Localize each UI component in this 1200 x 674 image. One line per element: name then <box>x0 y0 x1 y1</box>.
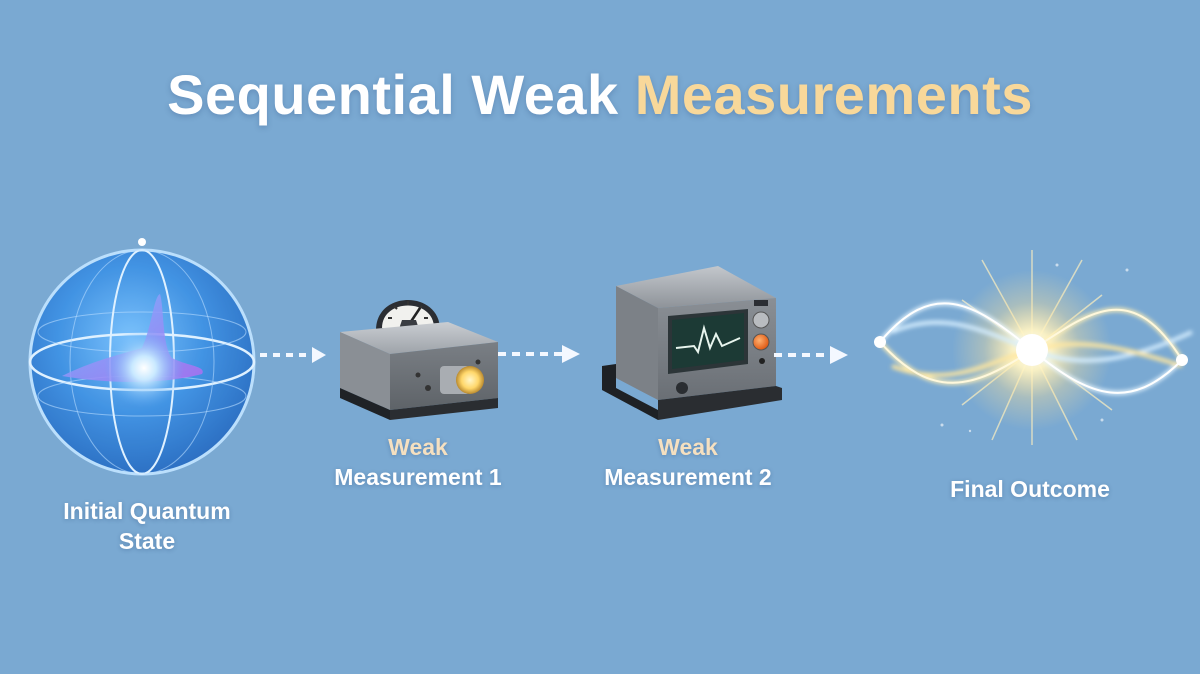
label-line-1: Weak <box>388 434 448 460</box>
label-line-2: State <box>118 528 176 554</box>
label-line-1: Weak <box>658 434 718 460</box>
title-primary: Sequential Weak <box>167 63 619 126</box>
stage-initial-quantum-state <box>22 236 262 476</box>
dashed-arrow-icon <box>774 346 848 364</box>
title-accent: Measurements <box>634 63 1033 126</box>
label-weak-measurement-1: Weak Measurement 1 <box>318 432 518 492</box>
label-line-1: Initial Quantum <box>63 498 231 524</box>
label-line-1: Final Outcome <box>950 476 1110 502</box>
flow-arrow-3 <box>772 345 852 365</box>
flow-arrow-2 <box>496 344 586 364</box>
stage-final-outcome <box>862 240 1200 450</box>
stage-weak-measurement-1 <box>328 270 508 420</box>
oscilloscope-icon <box>602 266 782 420</box>
flow-arrow-1 <box>258 345 328 365</box>
label-weak-measurement-2: Weak Measurement 2 <box>588 432 788 492</box>
dashed-arrow-icon <box>498 345 580 363</box>
dashed-arrow-icon <box>260 347 326 363</box>
label-line-2: Measurement 1 <box>334 464 502 490</box>
stage-weak-measurement-2 <box>598 260 783 420</box>
meter-device-icon <box>340 300 498 420</box>
wave-burst-icon <box>874 250 1193 445</box>
quantum-sphere-icon <box>28 238 256 476</box>
label-line-2: Measurement 2 <box>604 464 772 490</box>
label-final-outcome: Final Outcome <box>900 474 1160 504</box>
diagram-title: Sequential Weak Measurements <box>0 62 1200 127</box>
label-initial-quantum-state: Initial Quantum State <box>22 496 272 556</box>
